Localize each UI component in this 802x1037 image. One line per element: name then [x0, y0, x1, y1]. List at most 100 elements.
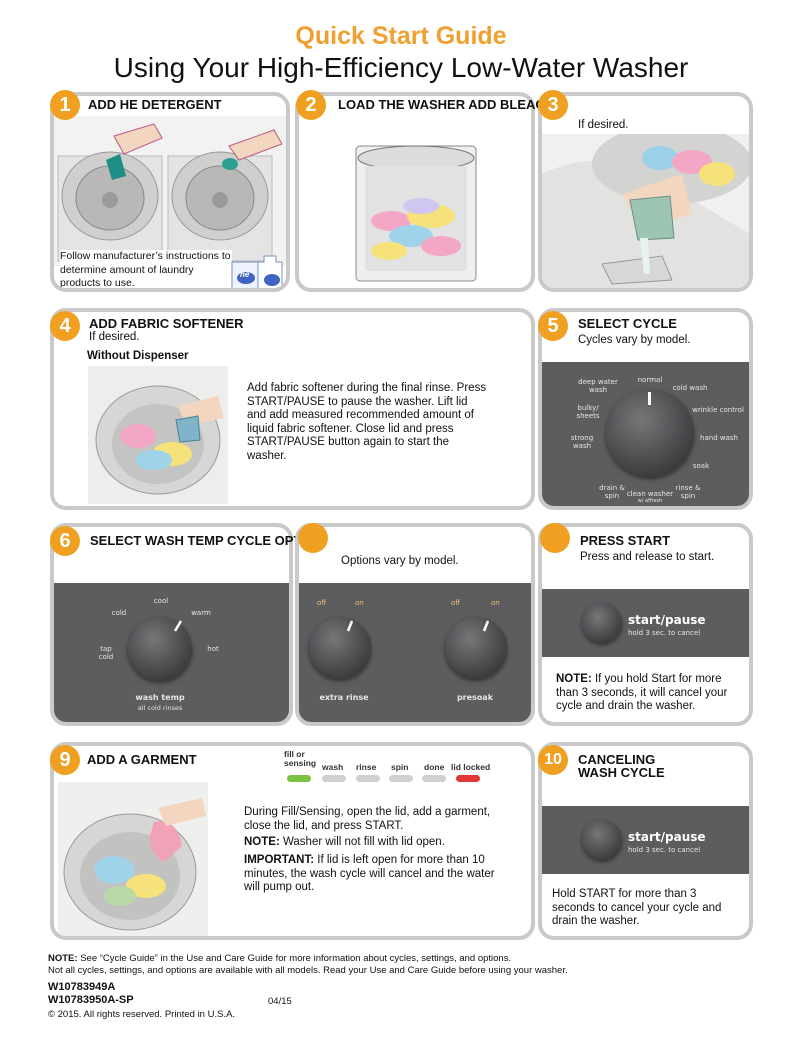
dial-label-bulky: bulky/ sheets: [576, 404, 600, 420]
status-label-lid-locked: lid locked: [451, 762, 491, 772]
cancel-start-pause-sub: hold 3 sec. to cancel: [628, 846, 701, 854]
temp-warm: warm: [191, 609, 211, 617]
panel-step-9: During Fill/Sensing, open the lid, add a…: [50, 742, 535, 940]
status-light-rinse: [356, 775, 380, 782]
panel-step-7: Options vary by model. off on extra rins…: [295, 523, 535, 726]
guide-title: Quick Start Guide: [295, 22, 507, 50]
step-8-text: Press and release to start.: [580, 551, 715, 563]
footer-note-text: See “Cycle Guide” in the Use and Care Gu…: [77, 953, 512, 964]
step-9-note-text: Washer will not fill with lid open.: [279, 836, 445, 848]
cycle-knob-pointer: [648, 392, 651, 405]
step-5-title: SELECT CYCLE: [578, 316, 677, 331]
start-pause-button[interactable]: [582, 603, 622, 643]
step-4-title: ADD FABRIC SOFTENER: [89, 316, 244, 331]
he-logo: he: [240, 270, 250, 279]
extra-rinse-on: on: [355, 599, 364, 607]
step-badge-8: [540, 523, 570, 553]
dial-label-rinse: rinse & spin: [675, 484, 701, 500]
start-pause-label: start/pause: [628, 613, 706, 627]
cycle-status-strip: fill or sensing wash rinse spin done lid…: [284, 750, 494, 786]
cancel-start-pause-label: start/pause: [628, 830, 706, 844]
print-date: 04/15: [268, 996, 292, 1007]
cancel-panel: [542, 806, 749, 874]
add-garment-illustration: [58, 782, 208, 936]
wash-temp-pointer: [173, 620, 183, 632]
step-badge-10: 10: [538, 745, 568, 775]
status-light-wash: [322, 775, 346, 782]
panel-step-8: start/pause hold 3 sec. to cancel NOTE: …: [538, 523, 753, 726]
step-badge-5: 5: [538, 311, 568, 341]
step-4-text: Add fabric softener during the final rin…: [247, 382, 487, 462]
he-detergent-icon: [231, 255, 283, 288]
status-label-fill: fill or sensing: [284, 749, 317, 768]
step-8-note: NOTE: If you hold Start for more than 3 …: [556, 673, 736, 714]
step-9-text: During Fill/Sensing, open the lid, add a…: [244, 806, 491, 832]
step-10-title-1: CANCELING: [578, 752, 656, 767]
step-4-subtitle: If desired.: [89, 331, 140, 343]
status-light-lid-locked: [456, 775, 480, 782]
step-badge-1: 1: [50, 90, 80, 120]
wash-temp-sub: all cold rinses: [137, 704, 183, 712]
extra-rinse-label: extra rinse: [319, 693, 369, 702]
dial-label-normal: normal: [637, 376, 663, 384]
presoak-label: presoak: [456, 693, 494, 702]
temp-tap: tap cold: [98, 645, 114, 661]
part-number-2: W10783950A-SP: [48, 994, 134, 1006]
step-badge-6: 6: [50, 526, 80, 556]
fabric-softener-illustration: [88, 366, 228, 504]
wash-temp-label: wash temp: [135, 693, 185, 702]
step-3-text: If desired.: [578, 119, 629, 131]
step-6-title: SELECT WASH TEMP CYCLE OPTIONS: [90, 533, 334, 548]
dial-label-wrinkle: wrinkle control: [692, 406, 744, 414]
status-label-wash: wash: [322, 762, 344, 772]
temp-hot: hot: [207, 645, 219, 653]
panel-step-1: Follow manufacturer’s instructions to de…: [50, 92, 290, 292]
temp-cool: cool: [153, 597, 169, 605]
step-9-important-text: If lid is left open for more than 10 min…: [244, 854, 495, 893]
status-light-fill: [287, 775, 311, 782]
presoak-knob[interactable]: [445, 617, 507, 679]
extra-rinse-knob[interactable]: [309, 617, 371, 679]
wash-temp-knob[interactable]: [128, 617, 192, 681]
footer-note-bold: NOTE:: [48, 953, 78, 964]
step-badge-3: 3: [538, 90, 568, 120]
panel-step-4: Add fabric softener during the final rin…: [50, 308, 535, 510]
step-badge-2: 2: [296, 90, 326, 120]
status-label-rinse: rinse: [356, 762, 377, 772]
panel-step-6: cool cold warm tap cold hot wash temp al…: [50, 523, 293, 726]
temp-cold: cold: [111, 609, 127, 617]
step-10-title-2: WASH CYCLE: [578, 765, 665, 780]
panel-step-2: [295, 92, 535, 292]
copyright: © 2015. All rights reserved. Printed in …: [48, 1009, 236, 1020]
extra-rinse-pointer: [346, 620, 354, 632]
step-10-text: Hold START for more than 3 seconds to ca…: [552, 888, 722, 927]
panel-step-5: normal deep water wash cold wash bulky/ …: [538, 308, 753, 510]
dial-label-cold-wash: cold wash: [672, 384, 708, 392]
step-9-important-bold: IMPORTANT:: [244, 854, 315, 866]
status-light-done: [422, 775, 446, 782]
step-9-note: NOTE: Washer will not fill with lid open…: [244, 836, 509, 850]
step-1-text: Follow manufacturer’s instructions to de…: [60, 250, 232, 289]
detergent-illustration: [54, 116, 286, 266]
washer-load-illustration: [355, 145, 477, 282]
step-8-title: PRESS START: [580, 533, 671, 548]
start-pause-panel: [542, 589, 749, 657]
presoak-on: on: [491, 599, 500, 607]
step-badge-7: [298, 523, 328, 553]
footer-note-2: Not all cycles, settings, and options ar…: [48, 965, 568, 976]
presoak-off: off: [451, 599, 461, 607]
step-1-title: ADD HE DETERGENT: [88, 97, 222, 112]
extra-rinse-off: off: [317, 599, 327, 607]
step-5-text: Cycles vary by model.: [578, 334, 691, 346]
step-badge-9: 9: [50, 745, 80, 775]
dial-label-strong: strong wash: [570, 434, 594, 450]
presoak-pointer: [482, 620, 490, 632]
step-9-note-bold: NOTE:: [244, 836, 280, 848]
status-label-done: done: [424, 762, 445, 772]
panel-step-10: start/pause hold 3 sec. to cancel Hold S…: [538, 742, 753, 940]
cancel-start-pause-button[interactable]: [582, 820, 622, 860]
dial-label-deep-water: deep water wash: [578, 378, 618, 394]
start-pause-sub: hold 3 sec. to cancel: [628, 629, 701, 637]
step-2-title: LOAD THE WASHER ADD BLEACH: [338, 97, 555, 112]
panel-step-3: If desired.: [538, 92, 753, 292]
